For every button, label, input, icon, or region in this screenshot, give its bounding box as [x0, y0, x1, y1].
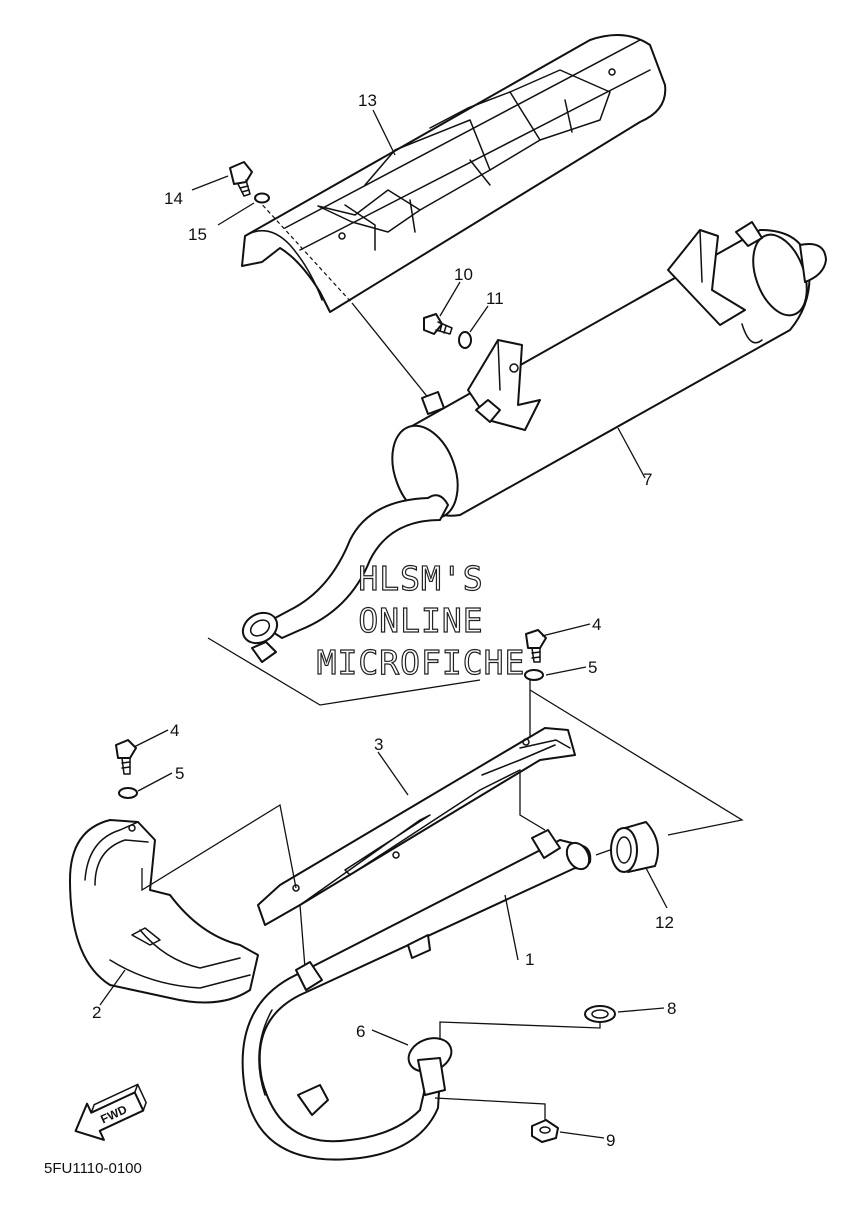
callout-leader	[617, 427, 646, 479]
bolt-14	[229, 161, 253, 197]
guard-2	[69, 819, 259, 1004]
callout-1: 1	[525, 950, 534, 969]
gasket-8	[584, 1005, 616, 1023]
callout-14: 14	[164, 189, 183, 208]
callout-leader	[133, 729, 169, 748]
callout-5-upper: 5	[588, 658, 597, 677]
callout-leader	[371, 1029, 409, 1046]
callout-13: 13	[358, 91, 377, 110]
callout-leader	[541, 623, 591, 637]
assembly-line	[141, 803, 297, 892]
forward-arrow-icon: FWD	[74, 1083, 147, 1141]
callout-leader	[617, 1007, 665, 1013]
bolt-10	[423, 313, 453, 335]
bolt-4-upper	[525, 629, 547, 663]
callout-5-lower: 5	[175, 764, 184, 783]
callout-9: 9	[606, 1131, 615, 1150]
callout-leader	[504, 894, 519, 961]
bracket-3	[257, 727, 576, 926]
figure-code: 5FU1110-0100	[44, 1160, 142, 1177]
callout-15: 15	[188, 225, 207, 244]
callout-leader	[559, 1131, 605, 1139]
callout-leader	[645, 867, 668, 909]
washer-5-upper	[524, 669, 544, 681]
exhaust-pipe-1	[241, 829, 592, 1161]
washer-15	[254, 192, 270, 204]
callout-10: 10	[454, 265, 473, 284]
callout-6: 6	[356, 1022, 365, 1041]
sleeve-12	[610, 821, 659, 873]
watermark: HLSM'S ONLINE MICROFICHE	[316, 558, 526, 682]
callout-leader	[137, 772, 173, 792]
bolt-4-lower	[115, 739, 137, 775]
assembly-line	[299, 904, 306, 969]
assembly-line	[519, 770, 546, 831]
callout-2: 2	[92, 1003, 101, 1022]
washer-11	[458, 331, 472, 349]
callout-4-upper: 4	[592, 615, 601, 634]
assembly-line	[529, 689, 744, 836]
watermark-line-3: MICROFICHE	[317, 643, 526, 682]
assembly-line	[434, 1097, 546, 1120]
callout-leader	[99, 969, 126, 1006]
muffler	[241, 221, 827, 663]
callout-3: 3	[374, 735, 383, 754]
callout-leader	[372, 109, 396, 156]
assembly-line	[257, 199, 353, 304]
watermark-line-1: HLSM'S	[358, 559, 483, 598]
assembly-line	[351, 302, 431, 401]
watermark-line-2: ONLINE	[358, 601, 483, 640]
callout-7: 7	[643, 470, 652, 489]
nut-9	[531, 1119, 559, 1143]
washer-5-lower	[118, 787, 138, 799]
assembly-line	[207, 637, 481, 706]
callout-leader	[439, 281, 461, 317]
callout-8: 8	[667, 999, 676, 1018]
assembly-line	[439, 1020, 601, 1040]
callout-4-lower: 4	[170, 721, 179, 740]
callout-leader	[469, 305, 489, 333]
callout-leader	[191, 175, 229, 191]
callout-12: 12	[655, 913, 674, 932]
callout-11: 11	[486, 289, 504, 308]
assembly-line	[595, 849, 611, 856]
callout-leader	[217, 202, 255, 226]
callout-leader	[545, 666, 587, 676]
callout-leader	[377, 751, 409, 796]
heat-protector	[241, 34, 667, 313]
